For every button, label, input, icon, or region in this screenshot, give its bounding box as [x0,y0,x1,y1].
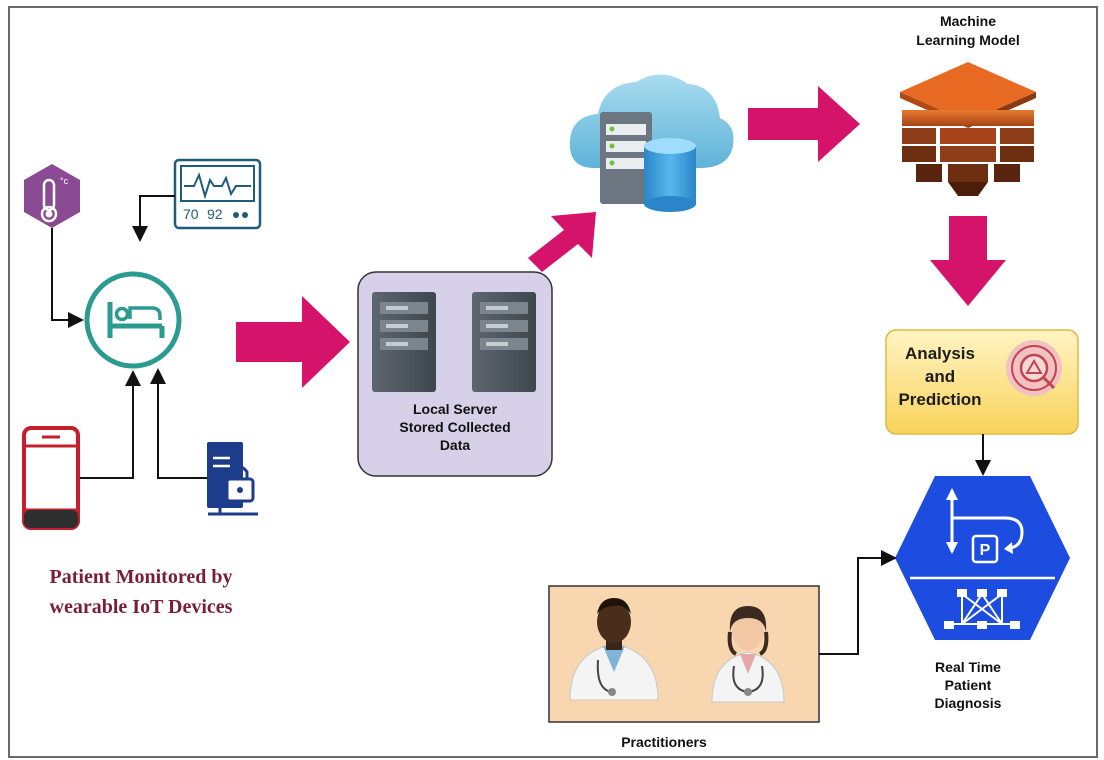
thermometer-icon: °c [24,164,80,228]
patient-caption: Patient Monitored by wearable IoT Device… [16,562,266,622]
server-rack-icon-left [372,292,436,392]
patient-caption-line-2: wearable IoT Devices [49,596,233,618]
analysis-prediction-box [885,329,1079,435]
real-time-diagnosis-icon: P [895,476,1070,640]
flow-arrow-to-cloud [528,212,596,272]
ml-model-label: Machine Learning Model [916,13,1020,48]
secure-server-icon [207,442,258,516]
flow-arrow-to-analysis [930,216,1006,306]
female-doctor-icon [711,606,785,703]
patient-caption-line-1: Patient Monitored by [49,566,233,588]
local-server-label: Local Server Stored Collected Data [399,401,511,453]
cloud-server-icon [569,74,734,212]
local-server-box [357,271,553,477]
flow-arrow-to-local-server [236,296,350,388]
practitioners-to-diagnosis-connector [819,550,897,655]
analysis-label: Analysis and Prediction [898,344,982,409]
data-analysis-badge-icon [1006,340,1062,396]
diagram-frame [8,6,1098,758]
flow-arrow-to-ml-model [748,86,860,162]
server-rack-icon-right [472,292,536,392]
male-doctor-icon [569,598,659,701]
practitioners-label: Practitioners [621,734,707,750]
patient-connectors [51,195,207,479]
machine-learning-model-icon [900,62,1036,196]
monitor-value-2: 92 [207,206,223,222]
vital-monitor-icon: 70 92 [173,158,262,230]
diagnosis-badge-letter: P [980,542,991,559]
patient-bed-icon [84,271,182,369]
smartphone-icon [22,426,80,530]
diagnosis-label: Real Time Patient Diagnosis [934,659,1002,711]
svg-text:°c: °c [60,176,69,186]
monitor-value-1: 70 [183,206,199,222]
